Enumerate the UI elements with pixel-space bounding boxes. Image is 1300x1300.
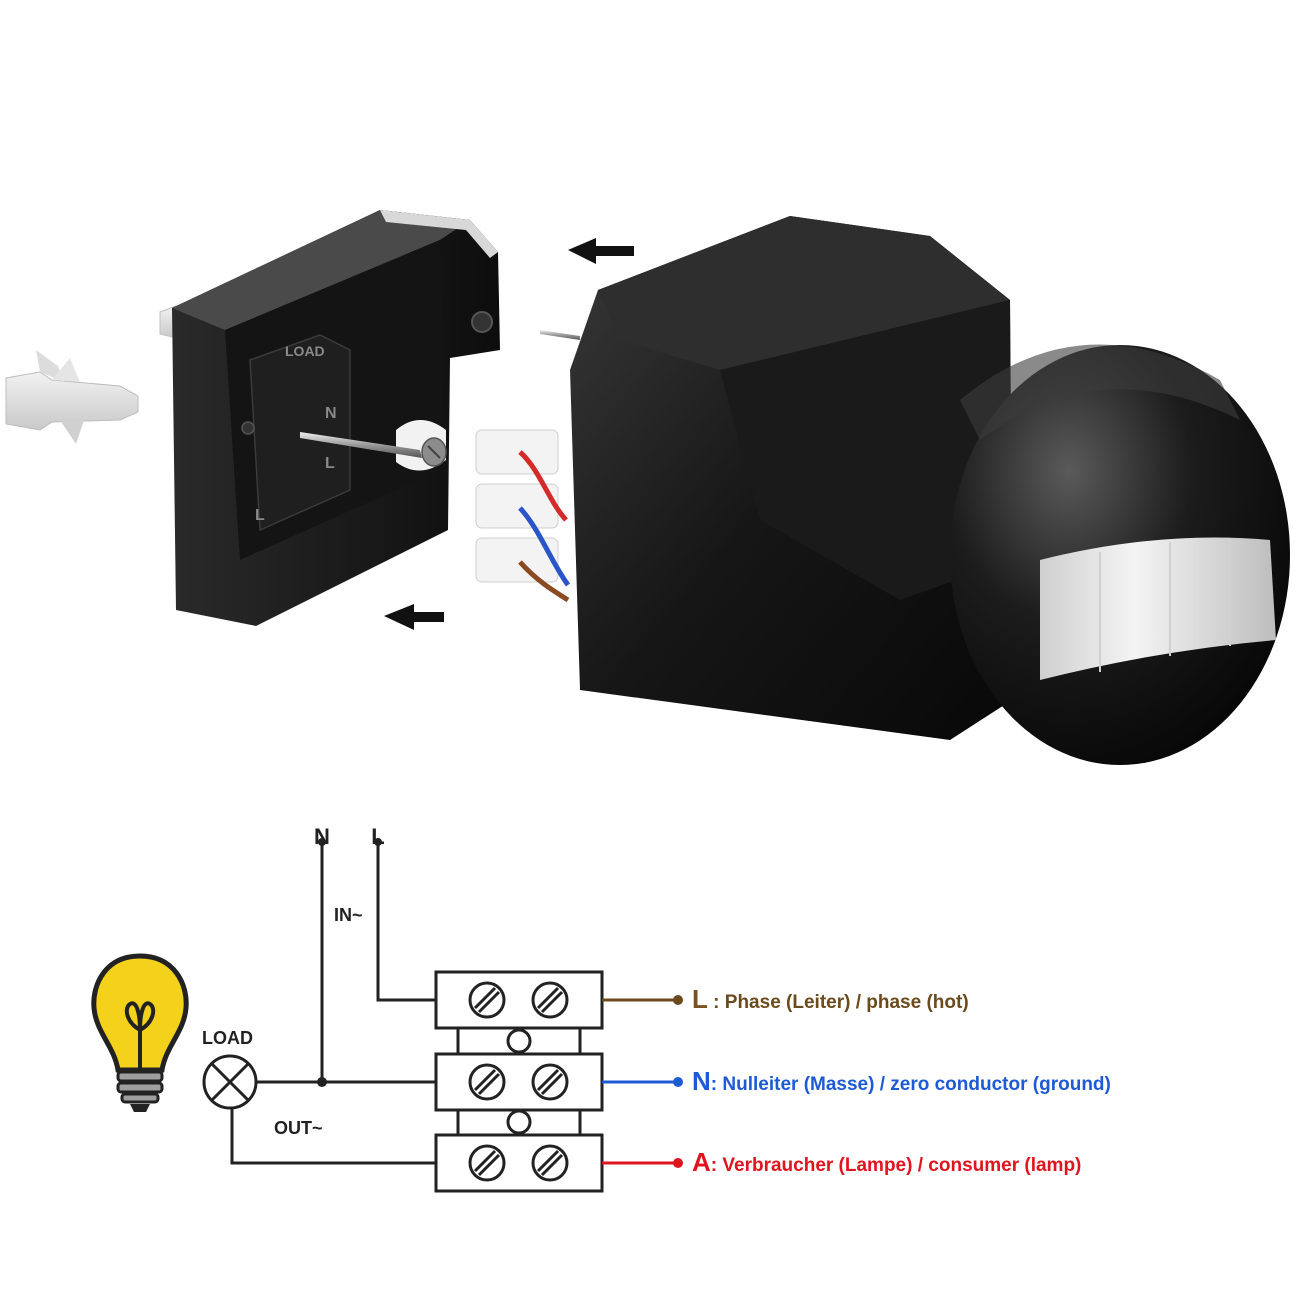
terminal-screw-icon (468, 1063, 506, 1101)
base-plate-l-marking: L (325, 455, 335, 472)
terminal-row-a (434, 1133, 604, 1193)
wiring-legend: L : Phase (Leiter) / phase (hot) N: Null… (692, 984, 1111, 1177)
terminal-row-l (434, 970, 604, 1030)
base-plate-load-marking: LOAD (285, 343, 325, 359)
wiring-diagram: N L IN~ OUT~ LOAD (91, 824, 1111, 1193)
lightbulb-icon (91, 953, 189, 1112)
terminal-screw-icon (468, 981, 506, 1019)
legend-letter-a: A (692, 1147, 711, 1177)
live-terminal-dot (374, 838, 382, 846)
arrow-left-icon (568, 238, 634, 264)
legend-row-consumer: A: Verbraucher (Lampe) / consumer (lamp) (692, 1147, 1081, 1177)
neutral-terminal-dot (318, 838, 326, 846)
arrow-left-icon (384, 604, 444, 630)
legend-separator-l: : (708, 992, 725, 1013)
terminal-l-label: L (371, 824, 384, 849)
input-label: IN~ (334, 905, 363, 925)
load-label: LOAD (202, 1028, 253, 1048)
lamp-symbol-icon (202, 1054, 258, 1110)
legend-letter-n: N (692, 1066, 711, 1096)
legend-row-phase: L : Phase (Leiter) / phase (hot) (692, 984, 969, 1014)
wall-plug-icon (5, 350, 139, 444)
screw-icon (300, 432, 447, 467)
terminal-block-diagram (434, 970, 604, 1193)
terminal-screw-icon (531, 981, 569, 1019)
output-label: OUT~ (274, 1118, 323, 1138)
legend-letter-l: L (692, 984, 708, 1014)
terminal-row-n (434, 1052, 604, 1112)
legend-row-neutral: N: Nulleiter (Masse) / zero conductor (g… (692, 1066, 1111, 1096)
terminal-screw-icon (468, 1144, 506, 1182)
legend-text-phase: Phase (Leiter) / phase (hot) (725, 992, 969, 1013)
pir-lens (1040, 537, 1276, 680)
base-plate (172, 210, 500, 626)
diagram-wires (230, 842, 436, 1165)
terminal-screw-icon (531, 1144, 569, 1182)
screw-icon (540, 330, 580, 340)
sensor-housing (570, 216, 1012, 740)
terminal-screw-icon (531, 1063, 569, 1101)
base-plate-l2-marking: L (255, 507, 265, 524)
base-plate-n-marking: N (325, 405, 337, 422)
product-illustration: LOAD N L L (5, 210, 1290, 765)
live-input-wire (376, 842, 436, 1002)
lead-wires (602, 995, 683, 1168)
legend-text-consumer: Verbraucher (Lampe) / consumer (lamp) (722, 1155, 1081, 1176)
neutral-junction-dot (317, 1077, 327, 1087)
output-to-load-wire (230, 1100, 436, 1165)
legend-separator-n: : (711, 1074, 723, 1095)
legend-text-neutral: Nulleiter (Masse) / zero conductor (grou… (722, 1074, 1110, 1095)
terminal-n-label: N (314, 824, 330, 849)
legend-separator-a: : (711, 1155, 723, 1176)
terminal-block-photo (475, 429, 571, 603)
base-plate-markings: LOAD N L L (255, 343, 337, 524)
